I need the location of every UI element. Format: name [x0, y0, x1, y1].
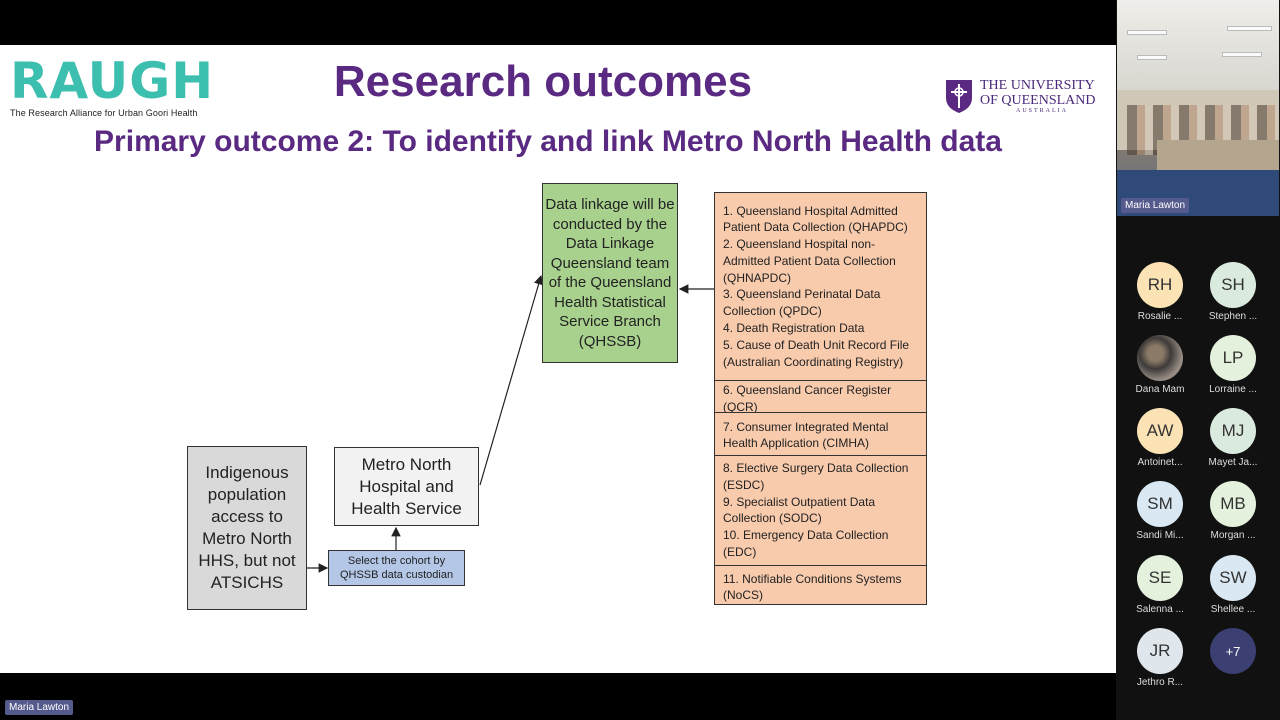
list-item: 8. Elective Surgery Data Collection (ESD…: [723, 461, 909, 492]
camera-name-label: Maria Lawton: [1121, 198, 1190, 213]
data-linkage-box: Data linkage will be conducted by the Da…: [542, 183, 678, 363]
participant-tile[interactable]: SM Sandi Mi...: [1124, 481, 1196, 541]
list-item: 2. Queensland Hospital non-Admitted Pati…: [723, 237, 896, 285]
list-item: 6. Queensland Cancer Register (QCR): [723, 383, 892, 413]
metro-north-box: Metro North Hospital and Health Service: [334, 447, 479, 526]
data-collection-group: 6. Queensland Cancer Register (QCR): [714, 380, 927, 413]
raugh-logo-text: RAUGH: [10, 52, 215, 110]
more-participants-count: +7: [1210, 628, 1256, 674]
participant-tile[interactable]: LP Lorraine ...: [1197, 335, 1269, 395]
avatar: SW: [1210, 555, 1256, 601]
participant-tile[interactable]: JR Jethro R...: [1124, 628, 1196, 688]
avatar: LP: [1210, 335, 1256, 381]
participant-name: Shellee ...: [1210, 604, 1256, 615]
uq-crest-icon: [946, 80, 972, 113]
list-item: 1. Queensland Hospital Admitted Patient …: [723, 203, 908, 235]
avatar: JR: [1137, 628, 1183, 674]
avatar: [1137, 335, 1183, 381]
list-item: 9. Specialist Outpatient Data Collection…: [723, 494, 876, 526]
list-item: 5. Cause of Death Unit Record File (Aust…: [723, 337, 910, 369]
uq-logo: THE UNIVERSITY OF QUEENSLAND AUSTRALIA: [944, 78, 1096, 114]
participant-tile[interactable]: MJ Mayet Ja...: [1197, 408, 1269, 468]
participant-name: Lorraine ...: [1209, 384, 1257, 395]
participant-tile[interactable]: SH Stephen ...: [1197, 262, 1269, 322]
raugh-logo: RAUGH The Research Alliance for Urban Go…: [10, 52, 215, 118]
participant-name: Salenna ...: [1136, 604, 1184, 615]
select-cohort-box: Select the cohort by QHSSB data custodia…: [328, 550, 465, 586]
avatar: MB: [1210, 481, 1256, 527]
participant-name: Stephen ...: [1208, 311, 1258, 322]
participant-tile[interactable]: RH Rosalie ...: [1124, 262, 1196, 322]
participant-name: Rosalie ...: [1137, 311, 1183, 322]
participant-name: Dana Mam: [1135, 384, 1185, 395]
participant-name: Mayet Ja...: [1208, 457, 1258, 468]
data-collection-group: 1. Queensland Hospital Admitted Patient …: [714, 191, 927, 382]
raugh-logo-tagline: The Research Alliance for Urban Goori He…: [10, 108, 198, 118]
avatar: SM: [1137, 481, 1183, 527]
participant-tile[interactable]: MB Morgan ...: [1197, 481, 1269, 541]
slide-title: Research outcomes: [333, 57, 753, 106]
list-item: 10. Emergency Data Collection (EDC): [723, 528, 889, 559]
list-item: 11. Notifiable Conditions Systems (NoCS): [723, 571, 902, 603]
participant-tile[interactable]: SE Salenna ...: [1124, 555, 1196, 615]
uq-name-line3: AUSTRALIA: [1016, 108, 1068, 114]
data-collection-group: 11. Notifiable Conditions Systems (NoCS): [714, 564, 927, 605]
active-speaker-label: Maria Lawton: [5, 700, 74, 715]
avatar: SH: [1210, 262, 1256, 308]
presentation-slide: RAUGH The Research Alliance for Urban Go…: [0, 45, 1116, 673]
data-collection-group: 8. Elective Surgery Data Collection (ESD…: [714, 455, 927, 566]
avatar: MJ: [1210, 408, 1256, 454]
data-collection-group: 7. Consumer Integrated Mental Health App…: [714, 411, 927, 457]
avatar: RH: [1137, 262, 1183, 308]
avatar: AW: [1137, 408, 1183, 454]
participant-name: Sandi Mi...: [1136, 530, 1184, 541]
slide-subtitle: Primary outcome 2: To identify and link …: [94, 125, 1002, 158]
camera-video-tile[interactable]: [1117, 0, 1279, 216]
participant-name: Morgan ...: [1210, 530, 1256, 541]
indigenous-population-box: Indigenous population access to Metro No…: [187, 446, 307, 610]
participant-name: Jethro R...: [1136, 677, 1184, 688]
avatar: SE: [1137, 555, 1183, 601]
data-collections-list: 1. Queensland Hospital Admitted Patient …: [714, 191, 927, 605]
more-participants-button[interactable]: +7: [1197, 628, 1269, 674]
participant-tile[interactable]: Dana Mam: [1124, 335, 1196, 395]
uq-name-line2: OF QUEENSLAND: [980, 93, 1096, 108]
uq-name-line1: THE UNIVERSITY: [980, 78, 1095, 93]
list-item: 4. Death Registration Data: [723, 321, 865, 336]
list-item: 7. Consumer Integrated Mental Health App…: [723, 419, 889, 451]
participant-tile[interactable]: SW Shellee ...: [1197, 555, 1269, 615]
list-item: 3. Queensland Perinatal Data Collection …: [723, 287, 881, 319]
participant-tile[interactable]: AW Antoinet...: [1124, 408, 1196, 468]
participant-name: Antoinet...: [1137, 457, 1183, 468]
